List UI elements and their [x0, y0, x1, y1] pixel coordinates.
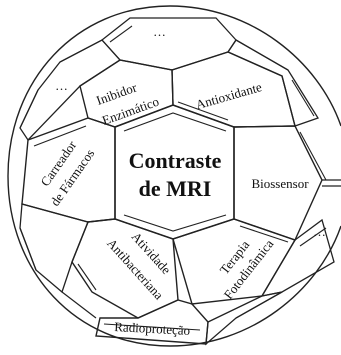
edge-double-8 [291, 79, 315, 117]
label-antioxidante: Antioxidante [194, 79, 264, 112]
edge-double-1 [177, 101, 229, 121]
ellipsis-upper-left: ... [56, 78, 69, 93]
face-bottom-right [205, 291, 283, 346]
label-radioprotecao: Radioproteção [114, 319, 190, 338]
face-upper-right [227, 39, 319, 127]
face-radioprotecao [95, 299, 209, 345]
edge-double-6 [103, 323, 201, 331]
sphere-outline [7, 5, 341, 347]
face-lower-left [19, 203, 89, 294]
label-biossensor: Biossensor [251, 176, 309, 191]
edge-double-4 [77, 263, 97, 291]
face-top [101, 17, 237, 71]
edge-double-5 [239, 225, 289, 243]
face-upper-left [19, 39, 121, 142]
ellipsis-top: ... [154, 24, 167, 39]
face-biossensor [233, 125, 323, 241]
center-hexagon-inner-bottom [123, 214, 227, 232]
edge-double-3 [299, 131, 327, 181]
face-lower-right [260, 218, 335, 297]
edge-double-9 [299, 227, 327, 247]
center-label-line2: de MRI [139, 176, 212, 201]
edge-double-7 [109, 25, 133, 43]
ellipsis-lower-right: ... [314, 224, 327, 239]
edge-double-2 [33, 125, 87, 147]
center-label-line1: Contraste [129, 148, 222, 173]
center-hexagon-inner [123, 112, 227, 132]
